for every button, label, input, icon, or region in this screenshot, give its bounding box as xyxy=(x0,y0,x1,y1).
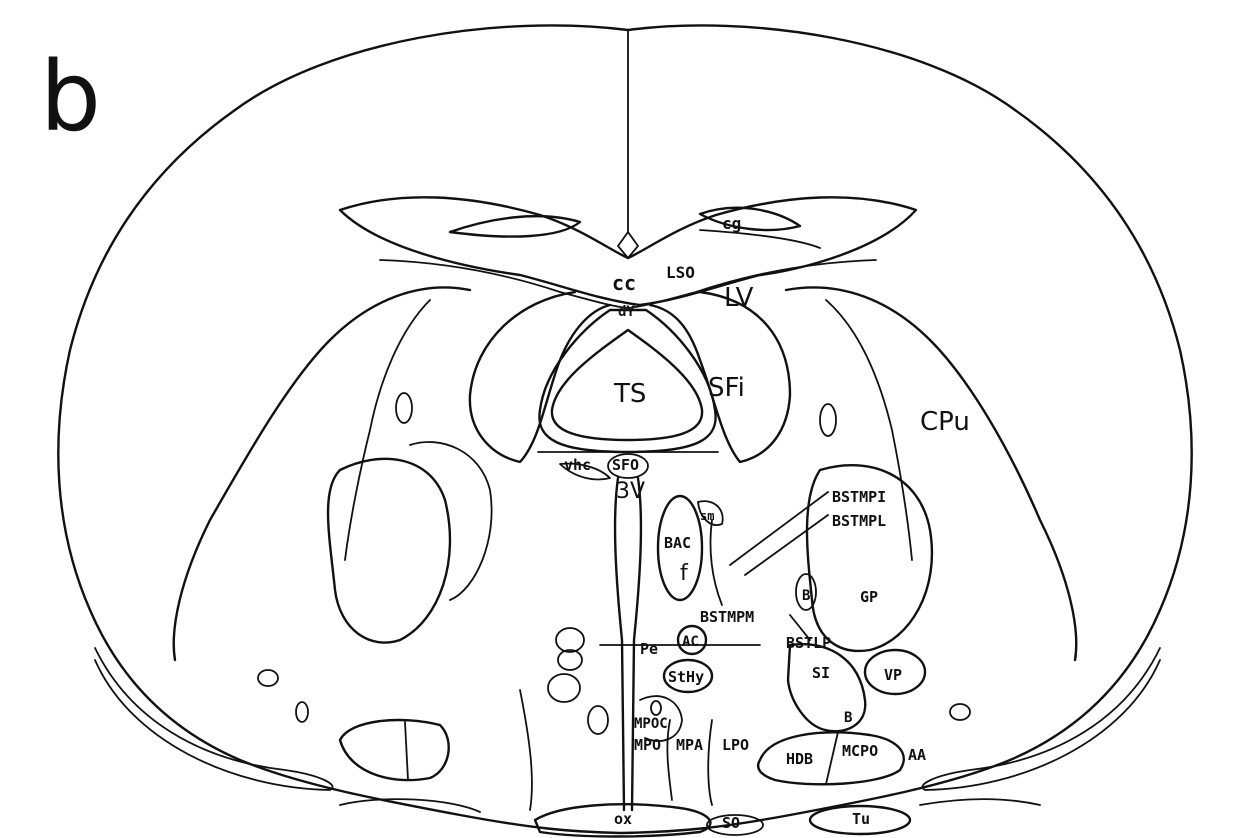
label-b-lower: B xyxy=(844,710,852,726)
label-mpo: MPO xyxy=(634,736,661,754)
hdb-mcpo-divider xyxy=(826,732,838,784)
label-cc: cc xyxy=(612,271,636,295)
label-bstlp: BSTLP xyxy=(786,634,831,652)
label-so: SO xyxy=(722,814,740,832)
label-sfo: SFO xyxy=(612,456,639,474)
fiber-bundle-left xyxy=(396,393,412,423)
label-mpa: MPA xyxy=(676,736,703,754)
label-gp: GP xyxy=(860,588,878,606)
label-hdb: HDB xyxy=(786,750,813,768)
internal-capsule-left-b xyxy=(410,442,492,600)
lateral-hypothalamic-boundary xyxy=(520,690,532,810)
label-f: f xyxy=(680,561,689,586)
cingulum-left xyxy=(450,216,580,236)
hdb-mcpo-outline xyxy=(758,732,904,784)
ventral-pia-right xyxy=(920,799,1040,805)
mpa-lpo-boundary xyxy=(708,720,712,805)
label-mpoc: MPOC xyxy=(634,716,668,732)
label-pe: Pe xyxy=(640,640,658,658)
substantia-innominata xyxy=(788,644,865,731)
cpu-inner-left xyxy=(345,300,430,560)
label-sthy: StHy xyxy=(668,668,704,686)
label-bstmpm: BSTMPM xyxy=(700,608,754,626)
label-ts: TS xyxy=(613,379,646,409)
mpo-mpa-boundary xyxy=(667,720,672,800)
label-cg: cg xyxy=(722,214,741,233)
label-mcpo: MCPO xyxy=(842,742,878,760)
small-oval-right-a xyxy=(950,704,970,720)
label-vhc: vhc xyxy=(564,456,591,474)
fiber-bundle-right xyxy=(820,404,836,436)
label-si: SI xyxy=(812,664,830,682)
label-aa: AA xyxy=(908,746,926,764)
panel-letter: b xyxy=(40,41,101,153)
small-nucleus-l3 xyxy=(548,674,580,702)
third-ventricle xyxy=(615,478,641,810)
cpu-right-boundary xyxy=(786,287,1076,660)
label-tu: Tu xyxy=(852,810,870,828)
label-sm: sm xyxy=(700,509,714,523)
label-sfi: SFi xyxy=(708,373,745,403)
small-nucleus-l4 xyxy=(588,706,608,734)
label-lv: LV xyxy=(724,283,754,313)
bstmpi-leader xyxy=(730,492,828,565)
label-ac: AC xyxy=(682,634,699,650)
cingulum-right-inner xyxy=(700,230,820,248)
small-nucleus-l2 xyxy=(558,650,582,670)
label-vp: VP xyxy=(884,666,902,684)
cingulum-right xyxy=(700,208,800,230)
label-bstmpi: BSTMPI xyxy=(832,488,886,506)
label-b-upper: B xyxy=(802,588,810,604)
brain-outline xyxy=(58,25,1191,833)
label-lpo: LPO xyxy=(722,736,749,754)
small-oval-left-b xyxy=(296,702,308,722)
small-oval-near-mpoc xyxy=(651,701,661,715)
small-oval-left-a xyxy=(258,670,278,686)
label-bstmpl: BSTMPL xyxy=(832,512,886,530)
label-lso: LSO xyxy=(666,263,695,282)
small-nucleus-l1 xyxy=(556,628,584,652)
fornix-tract xyxy=(710,520,722,605)
cpu-left-boundary xyxy=(174,287,470,660)
ventral-structure-left xyxy=(340,720,449,780)
label-bac: BAC xyxy=(664,534,691,552)
ventral-structure-left-divider xyxy=(405,722,408,780)
label-3v: 3V xyxy=(616,479,645,504)
label-dy: dY xyxy=(618,304,635,320)
label-cpu: CPu xyxy=(920,407,970,437)
label-ox: ox xyxy=(614,810,632,828)
